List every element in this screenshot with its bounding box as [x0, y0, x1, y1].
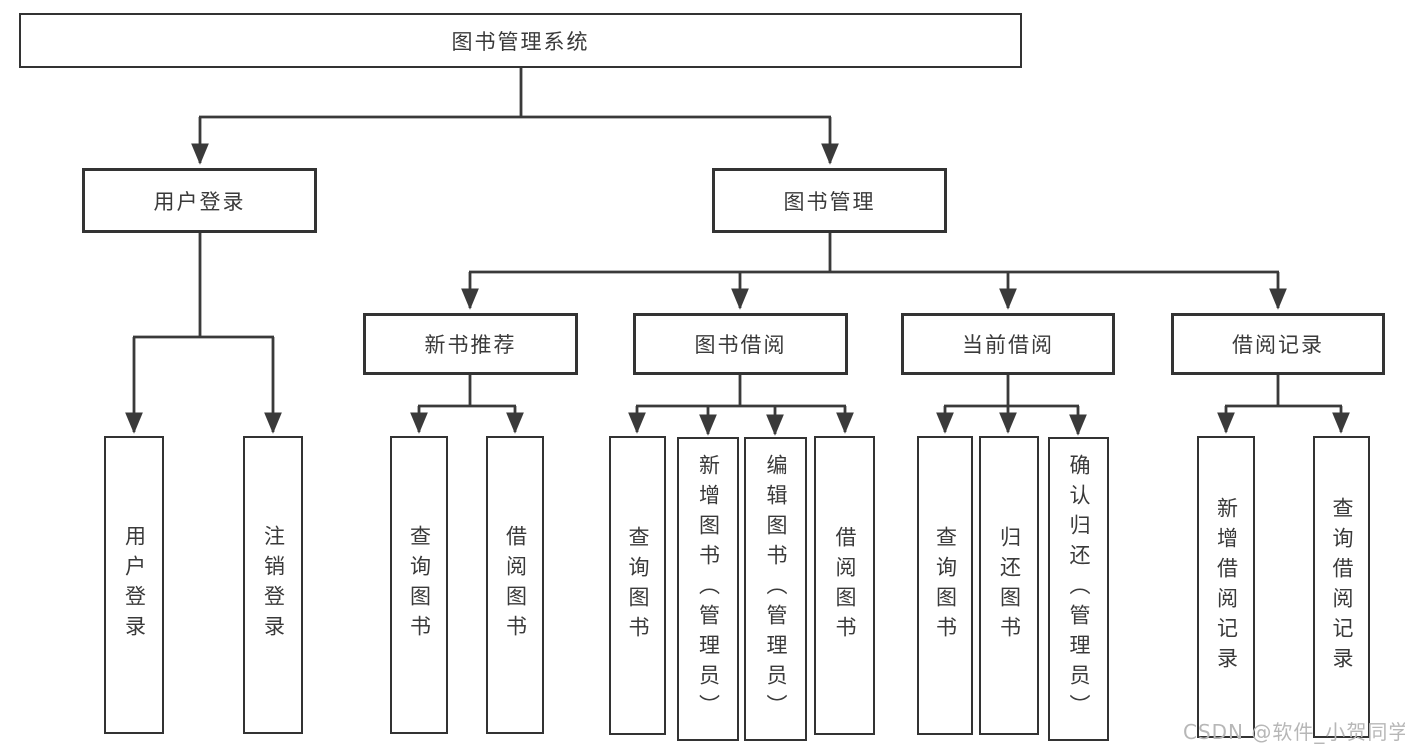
node-label: 借阅图书: [833, 525, 857, 646]
csdn-watermark: CSDN @软件_小贺同学: [1183, 720, 1405, 744]
node-root: 图书管理系统: [19, 13, 1022, 68]
node-label: 借阅记录: [1232, 333, 1324, 357]
node-label: 归还图书: [997, 525, 1022, 646]
node-label: 查询图书: [626, 525, 650, 646]
leaf-edit-books-admin: 编辑图书（管理员）: [744, 437, 807, 741]
node-label: 用户登录: [122, 525, 147, 645]
leaf-confirm-return-admin: 确认归还（管理员）: [1048, 437, 1109, 741]
node-label: 图书管理: [783, 189, 876, 214]
node-current-borrowing: 当前借阅: [901, 313, 1115, 375]
node-label: 借阅图书: [503, 525, 528, 645]
node-label: 新增图书（管理员）: [696, 454, 721, 724]
leaf-logout: 注销登录: [243, 436, 303, 734]
node-user-login: 用户登录: [82, 168, 317, 233]
node-label: 查询图书: [407, 525, 432, 645]
leaf-return-books: 归还图书: [979, 436, 1039, 735]
node-book-management: 图书管理: [712, 168, 947, 233]
leaf-borrowing-query-books: 查询图书: [609, 436, 666, 735]
node-label: 用户登录: [153, 189, 246, 214]
node-label: 编辑图书（管理员）: [764, 454, 788, 724]
leaf-query-borrow-record: 查询借阅记录: [1313, 436, 1370, 738]
node-book-borrowing: 图书借阅: [633, 313, 848, 375]
node-label: 新书推荐: [424, 333, 517, 357]
leaf-add-borrow-record: 新增借阅记录: [1197, 436, 1255, 738]
node-label: 查询图书: [933, 525, 958, 646]
leaf-recommend-query-books: 查询图书: [390, 436, 448, 734]
node-label: 确认归还（管理员）: [1067, 454, 1091, 724]
leaf-user-login: 用户登录: [104, 436, 164, 734]
node-label: 图书管理系统: [451, 29, 590, 54]
leaf-recommend-borrow-books: 借阅图书: [486, 436, 544, 734]
leaf-add-books-admin: 新增图书（管理员）: [677, 437, 739, 741]
node-label: 图书借阅: [694, 333, 787, 357]
node-borrowing-records: 借阅记录: [1171, 313, 1385, 375]
node-label: 注销登录: [261, 525, 286, 645]
leaf-current-query-books: 查询图书: [917, 436, 973, 735]
node-label: 当前借阅: [962, 333, 1054, 357]
leaf-borrowing-borrow-books: 借阅图书: [814, 436, 875, 735]
node-new-book-recommendation: 新书推荐: [363, 313, 578, 375]
node-label: 查询借阅记录: [1330, 497, 1354, 677]
node-label: 新增借阅记录: [1214, 497, 1239, 677]
